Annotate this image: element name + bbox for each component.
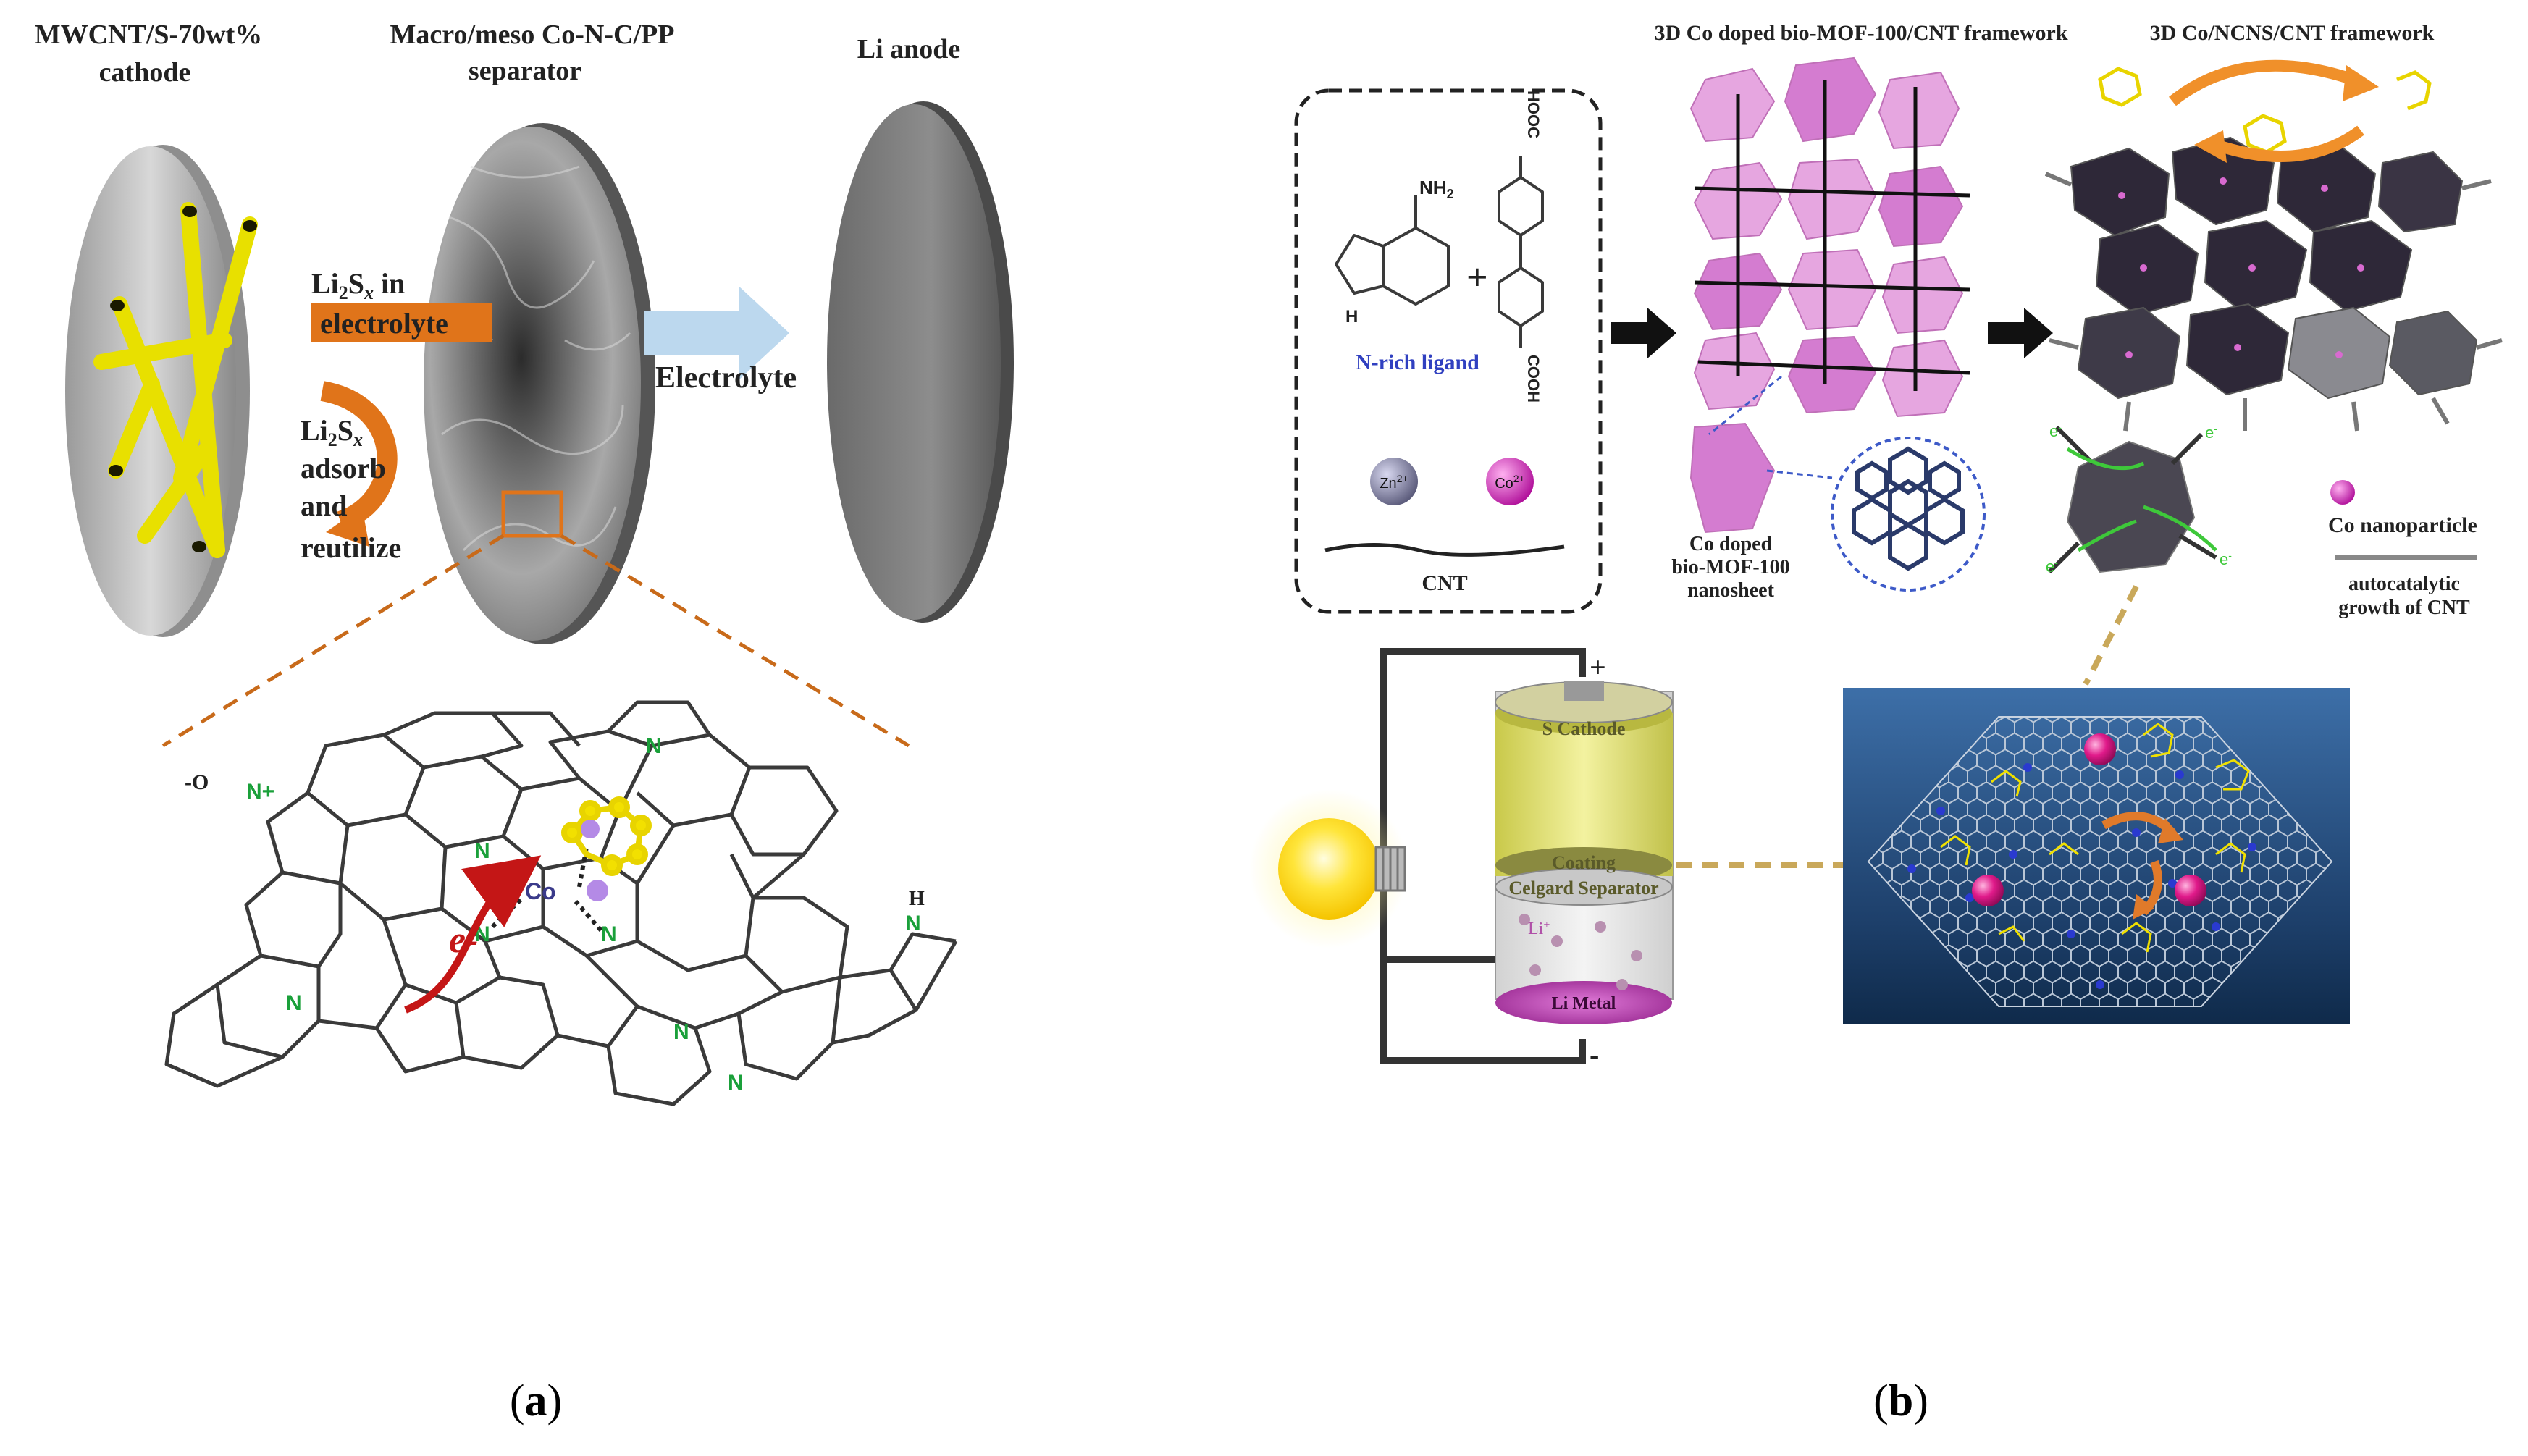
e-label-2: e- <box>2205 423 2217 442</box>
ncns-framework <box>2044 59 2503 432</box>
mof-framework <box>1689 56 1986 592</box>
ncns-framework-title: 3D Co/NCNS/CNT framework <box>2150 21 2435 45</box>
struct-co-atom: Co <box>525 878 556 904</box>
zoom-line-right <box>560 534 910 748</box>
ligand-h: H <box>1345 307 1358 327</box>
cathode-disk <box>65 145 258 637</box>
battery-cathode-label: S Cathode <box>1542 718 1626 739</box>
battery <box>1495 681 1674 1024</box>
struct-n-4: N <box>286 991 302 1015</box>
minus-terminal: - <box>1590 1038 1599 1071</box>
nh2-label: NH2 <box>1419 177 1454 201</box>
cnt-rods <box>93 202 258 558</box>
panel-b: 3D Co doped bio-MOF-100/CNT framework 3D… <box>1249 21 2503 1426</box>
cooh-label: COOH <box>1524 355 1542 403</box>
cnt-line <box>1324 543 1565 557</box>
growth-label-line2: growth of CNT <box>2338 597 2470 619</box>
hooc-label: HOOC <box>1524 91 1542 138</box>
co-ion-sphere <box>1486 458 1534 505</box>
n-rich-ligand-structure <box>1335 195 1450 306</box>
co-nanoparticle-legend-icon <box>2330 480 2355 505</box>
co-nanoparticle-2 <box>1972 875 2004 906</box>
anode-disk <box>827 101 1014 623</box>
co-nanoparticle-1 <box>2084 733 2116 765</box>
precursor-box <box>1294 88 1603 614</box>
co-ncns-particle: e- e- e- e- <box>2046 421 2232 576</box>
light-bulb <box>1249 789 1408 948</box>
doped-graphene-panel <box>1843 688 2350 1024</box>
electron-label: e- <box>449 920 478 961</box>
adsorb-label-line3: and <box>301 489 348 522</box>
adsorb-label-line4: reutilize <box>301 531 401 564</box>
electrolyte-box-label: electrolyte <box>320 307 448 340</box>
plus-sign: + <box>1466 257 1488 298</box>
nanosheet-label-line3: nanosheet <box>1687 579 1774 602</box>
bpdc-structure <box>1498 156 1544 348</box>
struct-n-top: N <box>646 734 662 758</box>
struct-n-plus: N+ <box>246 780 274 804</box>
struct-n-6: N <box>728 1071 744 1095</box>
zoom-box <box>501 490 563 538</box>
struct-n-3: N <box>601 922 617 946</box>
reutilize-arrow <box>320 381 398 531</box>
anode-title: Li anode <box>857 34 961 64</box>
zoom-connector-particle <box>2083 585 2139 686</box>
e-label-3: e- <box>2046 557 2058 576</box>
battery-coating-label: Coating <box>1552 852 1616 873</box>
e-label-4: e- <box>2220 550 2232 568</box>
separator-disk <box>424 123 655 644</box>
co-nanoparticle-label: Co nanoparticle <box>2328 513 2477 537</box>
electron-transfer-arrow <box>404 855 542 1014</box>
li2sx-in-label: Li2Sx in <box>311 267 405 303</box>
battery-separator-label: Celgard Separator <box>1508 878 1658 899</box>
mof-framework-title: 3D Co doped bio-MOF-100/CNT framework <box>1654 21 2067 45</box>
zoom-line-left <box>161 534 505 748</box>
adsorb-label-line1: Li2Sx <box>301 414 363 450</box>
separator-title-line1: Macro/meso Co-N-C/PP <box>390 20 675 50</box>
polysulfide-chain <box>561 796 652 876</box>
circuit-wire <box>1380 648 1586 1064</box>
battery-li-label: Li+ <box>1528 919 1550 938</box>
n-rich-ligand-label: N-rich ligand <box>1356 350 1479 374</box>
arrow-step-1 <box>1611 308 1676 358</box>
electrolyte-flow-arrow <box>644 286 789 380</box>
electrolyte-arrow-label: Electrolyte <box>655 361 797 395</box>
arrow-step-2 <box>1988 308 2053 358</box>
struct-n-1: N <box>474 839 490 863</box>
e-label-1: e- <box>2049 421 2062 440</box>
adsorb-label-line2: adsorb <box>301 452 386 484</box>
co-n-c-structure: N N+ -O N N N N N N N H Co <box>164 700 958 1106</box>
panel-a: MWCNT/S-70wt% cathode Macro/meso Co-N-C/… <box>35 20 1014 1426</box>
nanosheet-label-line1: Co doped <box>1689 533 1773 555</box>
plus-terminal: + <box>1590 651 1606 683</box>
struct-n-5: N <box>673 1020 689 1044</box>
separator-title-line2: separator <box>469 56 581 86</box>
struct-o-minus: -O <box>185 770 209 794</box>
struct-n-pyrrole: N <box>905 912 921 935</box>
nanosheet-label-line2: bio-MOF-100 <box>1671 556 1789 578</box>
cnt-label: CNT <box>1422 571 1467 595</box>
co-nanoparticle-3 <box>2175 875 2206 906</box>
battery-metal-label: Li Metal <box>1552 994 1616 1013</box>
cathode-title-line1: MWCNT/S-70wt% <box>35 20 263 50</box>
co-ion-label: Co2+ <box>1495 473 1525 492</box>
growth-label-line1: autocatalytic <box>2348 573 2460 595</box>
li-atom <box>587 880 608 901</box>
electrolyte-box <box>311 303 492 342</box>
cathode-title-line2: cathode <box>99 57 191 88</box>
mof-pore-zoom <box>1831 437 1986 592</box>
zn-ion-sphere <box>1370 458 1418 505</box>
struct-h-pyrrole: H <box>909 888 925 910</box>
panel-a-label: (a) <box>510 1376 562 1426</box>
panel-b-label: (b) <box>1873 1376 1928 1426</box>
